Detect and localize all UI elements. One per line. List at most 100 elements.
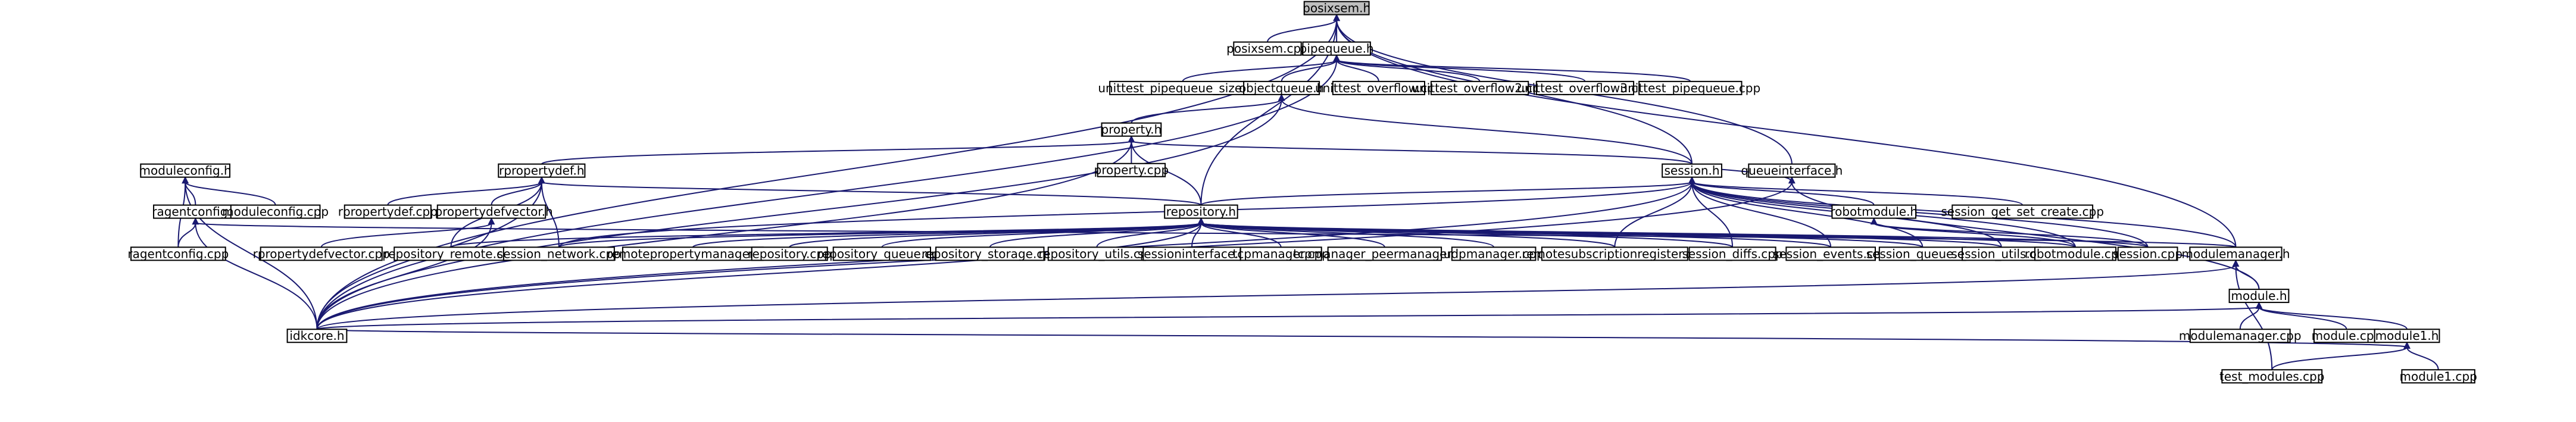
node-box	[1164, 204, 1238, 219]
node-label: pipequeue.h	[1300, 42, 1374, 56]
node-label: property.cpp	[1094, 163, 1169, 177]
node-ragentconfig-h[interactable]: ragentconfig.h	[152, 204, 239, 219]
node-repository-queue[interactable]: repository_queue.cpp	[817, 246, 947, 261]
node-test-modules-cpp[interactable]: test_modules.cpp	[2219, 369, 2325, 384]
node-objectqueue-h[interactable]: objectqueue.h	[1239, 80, 1324, 95]
node-posixsem-h[interactable]: posixsem.h	[1303, 1, 1370, 15]
node-moduleconfig-cpp[interactable]: moduleconfig.cpp	[222, 204, 329, 219]
node-box	[2228, 289, 2290, 304]
edge-line	[2239, 307, 2260, 330]
node-ut-pipequeue[interactable]: unittest_pipequeue.cpp	[1620, 80, 1760, 95]
node-label: session_events.cpp	[1773, 246, 1888, 261]
node-repository-remote[interactable]: repository_remote.cpp	[384, 246, 519, 261]
node-box	[1430, 80, 1529, 95]
edge-ut_pq_size-to-pipequeue_h	[1182, 54, 1340, 82]
node-property-cpp[interactable]: property.cpp	[1094, 162, 1169, 177]
node-rpropertydefvector-h[interactable]: rpropertydefvector.h	[430, 204, 553, 219]
node-rpropertydef-cpp[interactable]: rpropertydef.cpp	[338, 204, 438, 219]
node-box	[344, 204, 432, 219]
node-udpmanager-cpp[interactable]: udpmanager.cpp	[1444, 246, 1544, 261]
node-module1-cpp[interactable]: module1.cpp	[2399, 369, 2477, 384]
edge-line	[1691, 181, 2024, 206]
node-session-cpp[interactable]: session.cpp	[2113, 246, 2182, 261]
edge-line	[1281, 99, 1693, 164]
node-modulemanager-cpp[interactable]: modulemanager.cpp	[2179, 329, 2302, 343]
edge-line	[1200, 223, 1282, 248]
node-module-cpp[interactable]: module.cpp	[2312, 329, 2382, 343]
node-box	[1785, 246, 1876, 261]
node-modulemanager-h[interactable]: modulemanager.h	[2181, 246, 2290, 261]
edge-line	[1267, 19, 1338, 42]
edge-idkcore_h-to-rpropertydefvector_h	[316, 217, 495, 330]
node-label: repository.h	[1166, 205, 1236, 219]
edge-line	[177, 223, 196, 248]
node-repository-cpp[interactable]: repository.cpp	[748, 246, 832, 261]
node-repository-storage[interactable]: repository_storage.cpp	[922, 246, 1058, 261]
node-remotepropertymanager[interactable]: remotepropertymanager.cpp	[607, 246, 779, 261]
arrow-head	[182, 176, 189, 184]
node-label: posixsem.h	[1303, 1, 1370, 15]
edge-line	[881, 222, 1202, 248]
node-ut-overflow3[interactable]: unittest_overflow3.cpp	[1517, 80, 1653, 95]
node-box	[1638, 80, 1743, 95]
node-ut-overflow2[interactable]: unittest_overflow2.cpp	[1412, 80, 1548, 95]
node-box	[436, 204, 547, 219]
node-box	[1451, 246, 1537, 261]
edge-tcpmanager_peer-to-repository_h	[1197, 217, 1385, 248]
edge-line	[316, 60, 1338, 330]
node-robotmodule-cpp[interactable]: robotmodule.cpp	[2025, 246, 2127, 261]
edge-line	[387, 181, 542, 206]
edge-idkcore_h-to-property_h	[316, 135, 1135, 330]
node-box	[2117, 246, 2178, 261]
edge-idkcore_h-to-pipequeue_h	[316, 54, 1340, 330]
node-module-h[interactable]: module.h	[2228, 289, 2290, 304]
edge-posixsem_cpp-to-posixsem_h	[1267, 14, 1340, 42]
node-tcpmanager-cpp[interactable]: tcpmanager.cpp	[1233, 246, 1329, 261]
node-queueinterface-h[interactable]: queueinterface.h	[1741, 163, 1843, 178]
node-sessioninterface-h[interactable]: sessioninterface.h	[1138, 246, 1246, 261]
node-box	[286, 329, 348, 343]
edge-line	[1131, 140, 1202, 205]
node-remotesubscription[interactable]: remotesubscriptionregister.cpp	[1522, 246, 1707, 261]
edge-session_h-to-property_h	[1128, 135, 1693, 165]
arrow-head	[1333, 14, 1340, 21]
node-moduleconfig-h[interactable]: moduleconfig.h	[139, 163, 232, 178]
arrow-head	[1870, 217, 1878, 225]
edge-line	[1336, 59, 1691, 82]
node-label: session_get_set_create.cpp	[1941, 205, 2104, 219]
edge-line	[316, 307, 2260, 330]
node-repository-utils[interactable]: repository_utils.cpp	[1038, 246, 1155, 261]
node-label: repository_remote.cpp	[384, 246, 519, 261]
node-rpropertydef-h[interactable]: rpropertydef.h	[498, 163, 586, 178]
edge-line	[320, 222, 492, 248]
node-session-network[interactable]: session_network.cpp	[497, 246, 621, 261]
node-idkcore-h[interactable]: idkcore.h	[286, 329, 348, 343]
node-ragentconfig-cpp[interactable]: ragentconfig.cpp	[127, 246, 229, 261]
node-module1-h[interactable]: module1.h	[2374, 329, 2440, 343]
edge-line	[1336, 19, 2237, 248]
node-session-gsc[interactable]: session_get_set_create.cpp	[1941, 204, 2104, 219]
node-label: unittest_pipequeue.cpp	[1620, 81, 1760, 95]
arrow-head	[1788, 176, 1796, 184]
node-session-diffs[interactable]: session_diffs.cpp	[1682, 246, 1783, 261]
node-box	[1097, 162, 1166, 177]
node-posixsem-cpp[interactable]: posixsem.cpp	[1226, 41, 1309, 56]
node-rpropertydefvector-cpp[interactable]: rpropertydefvector.cpp	[253, 246, 390, 261]
node-session-h[interactable]: session.h	[1662, 163, 1722, 178]
node-pipequeue-h[interactable]: pipequeue.h	[1300, 41, 1374, 56]
node-ut-pq-size[interactable]: unittest_pipequeue_size.cpp	[1098, 80, 1267, 95]
edge-line	[1200, 222, 1495, 248]
node-label: repository.cpp	[748, 246, 832, 261]
node-session-queue[interactable]: session_queue.cpp	[1866, 246, 1979, 261]
node-robotmodule-h[interactable]: robotmodule.h	[1830, 204, 1918, 219]
node-repository-h[interactable]: repository.h	[1164, 204, 1238, 219]
node-tcpmanager-peer[interactable]: tcpmanager_peermanager.cpp	[1293, 246, 1476, 261]
edge-line	[2406, 346, 2439, 370]
node-ut-overflow[interactable]: unittest_overflow.cpp	[1315, 80, 1442, 95]
node-session-events[interactable]: session_events.cpp	[1773, 246, 1888, 261]
node-property-h[interactable]: property.h	[1101, 122, 1162, 137]
edge-line	[316, 223, 1202, 330]
node-label: idkcore.h	[289, 329, 344, 343]
node-label: tcpmanager.cpp	[1233, 246, 1329, 261]
